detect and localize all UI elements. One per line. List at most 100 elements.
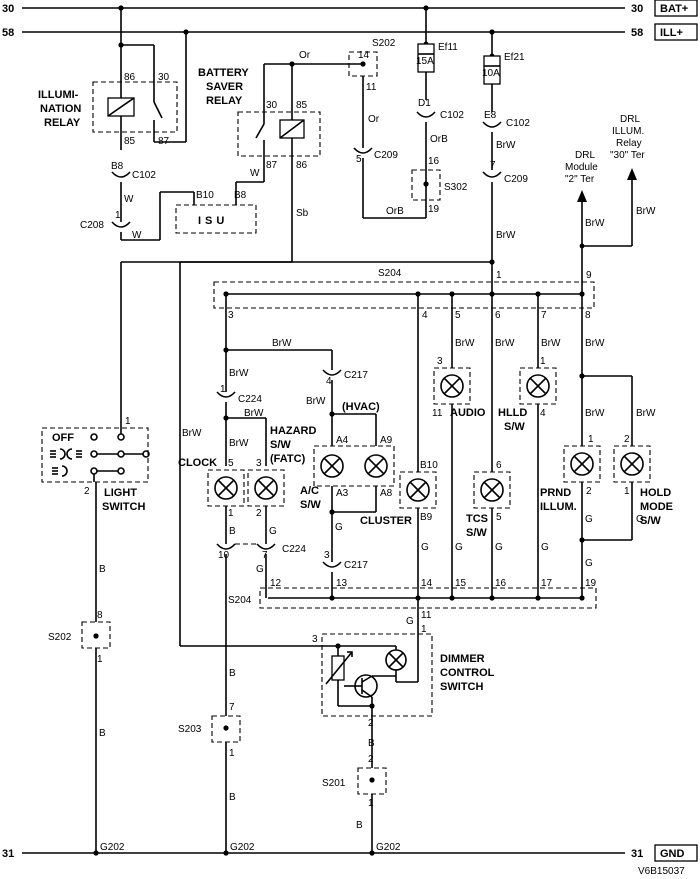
ill-relay-pin-30: 30 — [158, 72, 170, 83]
hold-pin-2: 2 — [624, 434, 630, 445]
bs-relay-pin-87: 87 — [266, 160, 278, 171]
wire-b-dimmer: B — [368, 738, 375, 749]
s202-low-pin-1: 1 — [97, 654, 103, 665]
prnd-pin-2: 2 — [586, 486, 592, 497]
audio-pin-11: 11 — [432, 408, 443, 419]
wire-b-ls-2: B — [99, 728, 106, 739]
transistor-icon — [350, 674, 378, 698]
s204-lo-pin-11: 11 — [421, 610, 432, 621]
s204-lo-pin-15: 15 — [455, 578, 467, 589]
ill-relay-label-1: ILLUMI- — [38, 89, 79, 101]
s204-lower: S204 12 13 14 15 16 17 19 11 — [228, 578, 597, 621]
light-switch-label-1: LIGHT — [104, 487, 137, 499]
isu-pin-b8: B8 — [234, 190, 247, 201]
isu-pin-b10: B10 — [196, 190, 214, 201]
cluster-pin-b10: B10 — [420, 460, 438, 471]
prnd-pin-1: 1 — [588, 434, 594, 445]
drl-relay-2: ILLUM. — [612, 126, 644, 137]
light-switch-pin-1: 1 — [125, 416, 131, 427]
tcs-pin-6: 6 — [496, 460, 502, 471]
tcs-branch: BrW 6 5 TCS S/W G — [466, 294, 515, 598]
drl-relay-3: Relay — [616, 138, 642, 149]
wire-brw-prnd: BrW — [585, 338, 605, 349]
clock-pin-5: 5 — [228, 458, 234, 469]
g202-mid: G202 — [230, 842, 255, 853]
wire-b-dimmer-2: B — [356, 820, 363, 831]
cluster-label: CLUSTER — [360, 515, 412, 527]
wire-brw-e8: BrW — [496, 140, 516, 151]
isu-circuit: B8 C102 W 1 C208 W B10 ISU B8 W — [80, 157, 265, 241]
ill-relay-pin-87: 87 — [158, 136, 170, 147]
s204-lo-pin-13: 13 — [336, 578, 348, 589]
s204-label-bottom: S204 — [228, 595, 252, 606]
bat-rail-label: BAT+ — [660, 3, 688, 15]
s202-top: 14 11 S202 Or 5 C209 OrB — [348, 38, 426, 219]
s204-lo-pin-17: 17 — [541, 578, 553, 589]
dimmer-label-2: CONTROL — [440, 667, 495, 679]
s204-up-pin-4: 4 — [422, 310, 428, 321]
s204-lo-pin-19: 19 — [585, 578, 597, 589]
wire-brw-4: BrW — [272, 338, 292, 349]
s204-up-pin-3: 3 — [228, 310, 234, 321]
bs-relay-pin-30: 30 — [266, 100, 278, 111]
clock-label: CLOCK — [178, 457, 217, 469]
drl-module-3: "2" Ter — [565, 174, 595, 185]
ef21-branch: Ef21 10A E8 C102 BrW 7 C209 BrW — [179, 32, 530, 647]
light-switch-pin-2: 2 — [84, 486, 90, 497]
wire-sb: Sb — [296, 208, 309, 219]
audio-label: AUDIO — [450, 407, 486, 419]
drl-module-2: Module — [565, 162, 598, 173]
s201-pin-1: 1 — [368, 798, 374, 809]
tcs-pin-5: 5 — [496, 512, 502, 523]
c102-label-right: C102 — [506, 118, 530, 129]
cluster-branch: B10 B9 CLUSTER G — [360, 294, 438, 598]
c224-pin-7: 7 — [262, 550, 268, 561]
gnd-rail-num-right: 31 — [631, 848, 643, 860]
hazard-pin-2: 2 — [256, 508, 262, 519]
ill-relay-label-3: RELAY — [44, 117, 81, 129]
hlld-pin-4: 4 — [540, 408, 546, 419]
s204-upper: S204 1 9 3 4 5 6 7 8 — [213, 262, 595, 321]
ill-rail-num-left: 58 — [2, 27, 14, 39]
s302-label: S302 — [444, 182, 468, 193]
wire-brw-6: BrW — [229, 438, 249, 449]
c224-label-1: C224 — [238, 394, 262, 405]
ill-relay-label-2: NATION — [40, 103, 81, 115]
c224-pin-10: 10 — [218, 550, 230, 561]
ef11-rating: 15A — [416, 56, 434, 67]
hlld-lamp-icon — [526, 374, 550, 398]
parking-lamp-icon — [52, 465, 68, 477]
wire-or-2: Or — [368, 114, 380, 125]
ac-pin-a9: A9 — [380, 435, 393, 446]
hazard-label-3: (FATC) — [270, 453, 306, 465]
wire-w-3: W — [250, 168, 260, 179]
wire-orb-1: OrB — [430, 134, 448, 145]
headlamp-icon — [50, 448, 82, 460]
hvac-lamp-icon — [364, 454, 388, 478]
ef11-name: Ef11 — [438, 42, 458, 53]
wire-brw-hlld: BrW — [541, 338, 561, 349]
bs-relay-label-2: SAVER — [206, 81, 243, 93]
gnd-rail-label: GND — [660, 848, 685, 860]
wire-b-s203: B — [229, 668, 236, 679]
bs-relay-pin-85: 85 — [296, 100, 308, 111]
dimmer-switch: G 1 3 2 — [312, 598, 495, 853]
hold-label-1: HOLD — [640, 487, 671, 499]
s204-up-pin-7: 7 — [541, 310, 547, 321]
cluster-pin-b9: B9 — [420, 512, 433, 523]
gnd-rail: 31 31 GND — [2, 844, 698, 862]
s201-pin-2: 2 — [368, 754, 374, 765]
hold-label-2: MODE — [640, 501, 673, 513]
prnd-lamp-icon — [570, 452, 594, 476]
wire-g-audio: G — [455, 542, 463, 553]
tcs-label-2: S/W — [466, 527, 487, 539]
ill-rail-label: ILL+ — [660, 27, 683, 39]
hvac-branch: 4 C217 BrW (HVAC) A4 A9 A3 A8 A/C S/W G — [300, 369, 395, 598]
s202-top-pin-11: 11 — [366, 82, 377, 93]
c208-label: C208 — [80, 220, 104, 231]
dimmer-pin-2: 2 — [368, 718, 374, 729]
wire-orb-2: OrB — [386, 206, 404, 217]
wire-g-hvac: G — [335, 522, 343, 533]
s202-low-label: S202 — [48, 632, 72, 643]
c217-label-1: C217 — [344, 370, 368, 381]
